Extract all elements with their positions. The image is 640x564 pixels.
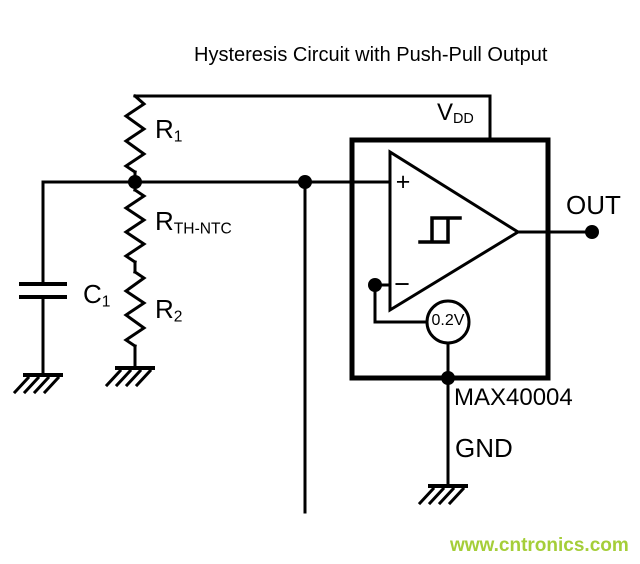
label-vdd-main: V [437,99,454,126]
label-out: OUT [566,190,621,220]
label-c1-main: C [83,279,102,309]
inverting-input-wire [373,283,429,324]
junction-dot [368,278,382,292]
resistor-rth-ntc [123,187,147,274]
inverting-input-minus: − [394,269,410,299]
label-rth-ntc-sub: TH-NTC [173,220,232,238]
vdd-rail-wire [133,94,492,142]
out-terminal-dot [585,225,599,239]
ground-symbol-r2 [104,366,155,388]
label-r2: R2 [155,296,182,325]
resistor-r2 [123,269,147,370]
hysteresis-icon [418,216,462,244]
reference-source-circle [425,299,471,345]
label-r1-sub: 1 [173,128,183,146]
noninverting-input-plus: + [395,168,411,196]
junction-dots [128,175,599,385]
label-r2-sub: 2 [173,308,183,326]
label-r2-main: R [155,294,174,324]
ground-symbol-ic [417,484,468,506]
label-rth-ntc: RTH-NTC [155,208,232,237]
label-gnd: GND [455,433,513,463]
label-ref-voltage: 0.2V [431,312,465,329]
capacitor-c1 [19,282,67,299]
ground-symbol-c1 [12,373,63,395]
diagram-title: Hysteresis Circuit with Push-Pull Output [194,44,548,66]
junction-dot [298,175,312,189]
label-rth-ntc-main: R [155,206,174,236]
label-vdd-sub: DD [453,111,474,128]
label-c1: C1 [83,281,110,310]
label-r1-main: R [155,114,174,144]
label-c1-sub: 1 [101,293,111,311]
label-r1: R1 [155,116,182,145]
label-ic-part: MAX40004 [454,384,573,411]
watermark: www.cntronics.com [450,535,629,556]
junction-dot [128,175,142,189]
junction-dot [441,371,455,385]
comparator-triangle [388,149,521,313]
label-vdd: VDD [437,101,474,127]
